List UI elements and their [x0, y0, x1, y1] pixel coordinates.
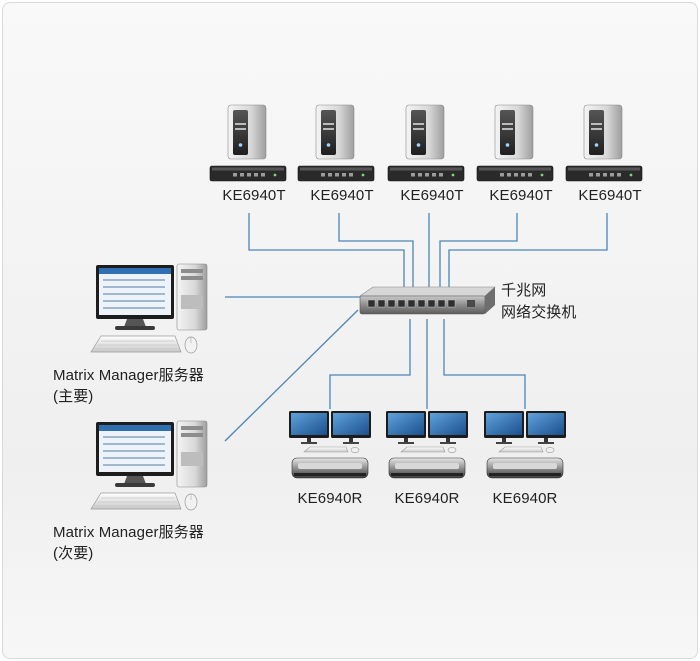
devices	[90, 104, 643, 511]
transmitter-unit	[209, 104, 287, 182]
primary-server	[90, 263, 208, 354]
primary-server-role: (主要)	[53, 388, 94, 405]
monitor-icon	[386, 411, 426, 444]
monitor-icon	[289, 411, 329, 444]
cable-server-secondary	[224, 309, 359, 442]
transmitter-label: KE6940T	[310, 187, 374, 204]
mouse-icon	[184, 336, 198, 354]
transmitter-label: KE6940T	[400, 187, 464, 204]
receiver-label: KE6940R	[297, 490, 363, 507]
kvm-extender-icon	[486, 457, 564, 479]
receiver-unit	[386, 411, 468, 479]
transmitter-label: KE6940T	[489, 187, 553, 204]
keyboard-icon	[90, 335, 182, 353]
tower-computer-icon	[227, 104, 267, 160]
kvm-extender-icon	[209, 165, 287, 182]
network-switch-icon	[359, 286, 496, 315]
cable-rx3	[443, 319, 526, 409]
keyboard-icon	[90, 492, 182, 510]
monitor-icon	[484, 411, 524, 444]
cable-tx1	[248, 213, 405, 287]
cable-tx4	[439, 213, 518, 287]
switch-label-line1: 千兆网	[501, 282, 547, 299]
topology-diagram	[90, 104, 643, 511]
tower-computer-icon	[494, 104, 534, 160]
kvm-extender-icon	[388, 457, 466, 479]
workstation-icon	[96, 422, 174, 487]
tower-computer-icon	[176, 263, 208, 331]
mouse-icon	[184, 493, 198, 511]
mouse-icon	[350, 447, 360, 453]
secondary-server-label: Matrix Manager服务器	[53, 524, 204, 541]
keyboard-icon	[498, 446, 544, 453]
transmitter-unit	[565, 104, 643, 182]
cable-rx1	[329, 319, 411, 409]
monitor-icon	[428, 411, 468, 444]
receiver-label: KE6940R	[394, 490, 460, 507]
kvm-extender-icon	[476, 165, 554, 182]
workstation-icon	[96, 265, 174, 330]
keyboard-icon	[303, 446, 349, 453]
kvm-extender-icon	[291, 457, 369, 479]
kvm-extender-icon	[565, 165, 643, 182]
kvm-extender-icon	[297, 165, 375, 182]
tower-computer-icon	[315, 104, 355, 160]
tower-computer-icon	[405, 104, 445, 160]
mouse-icon	[447, 447, 457, 453]
switch-label-line2: 网络交换机	[501, 304, 577, 321]
receiver-unit	[289, 411, 371, 479]
transmitter-label: KE6940T	[578, 187, 642, 204]
keyboard-icon	[400, 446, 446, 453]
transmitter-label: KE6940T	[222, 187, 286, 204]
cables	[224, 213, 608, 442]
mouse-icon	[545, 447, 555, 453]
transmitter-unit	[387, 104, 465, 182]
transmitter-unit	[297, 104, 375, 182]
monitor-icon	[526, 411, 566, 444]
transmitter-unit	[476, 104, 554, 182]
receiver-unit	[484, 411, 566, 479]
secondary-server	[90, 420, 208, 511]
receiver-label: KE6940R	[492, 490, 558, 507]
primary-server-label: Matrix Manager服务器	[53, 367, 204, 384]
tower-computer-icon	[583, 104, 623, 160]
tower-computer-icon	[176, 420, 208, 488]
secondary-server-role: (次要)	[53, 545, 94, 562]
monitor-icon	[331, 411, 371, 444]
kvm-extender-icon	[387, 165, 465, 182]
cable-tx2	[338, 213, 414, 287]
cable-tx5	[448, 213, 608, 287]
